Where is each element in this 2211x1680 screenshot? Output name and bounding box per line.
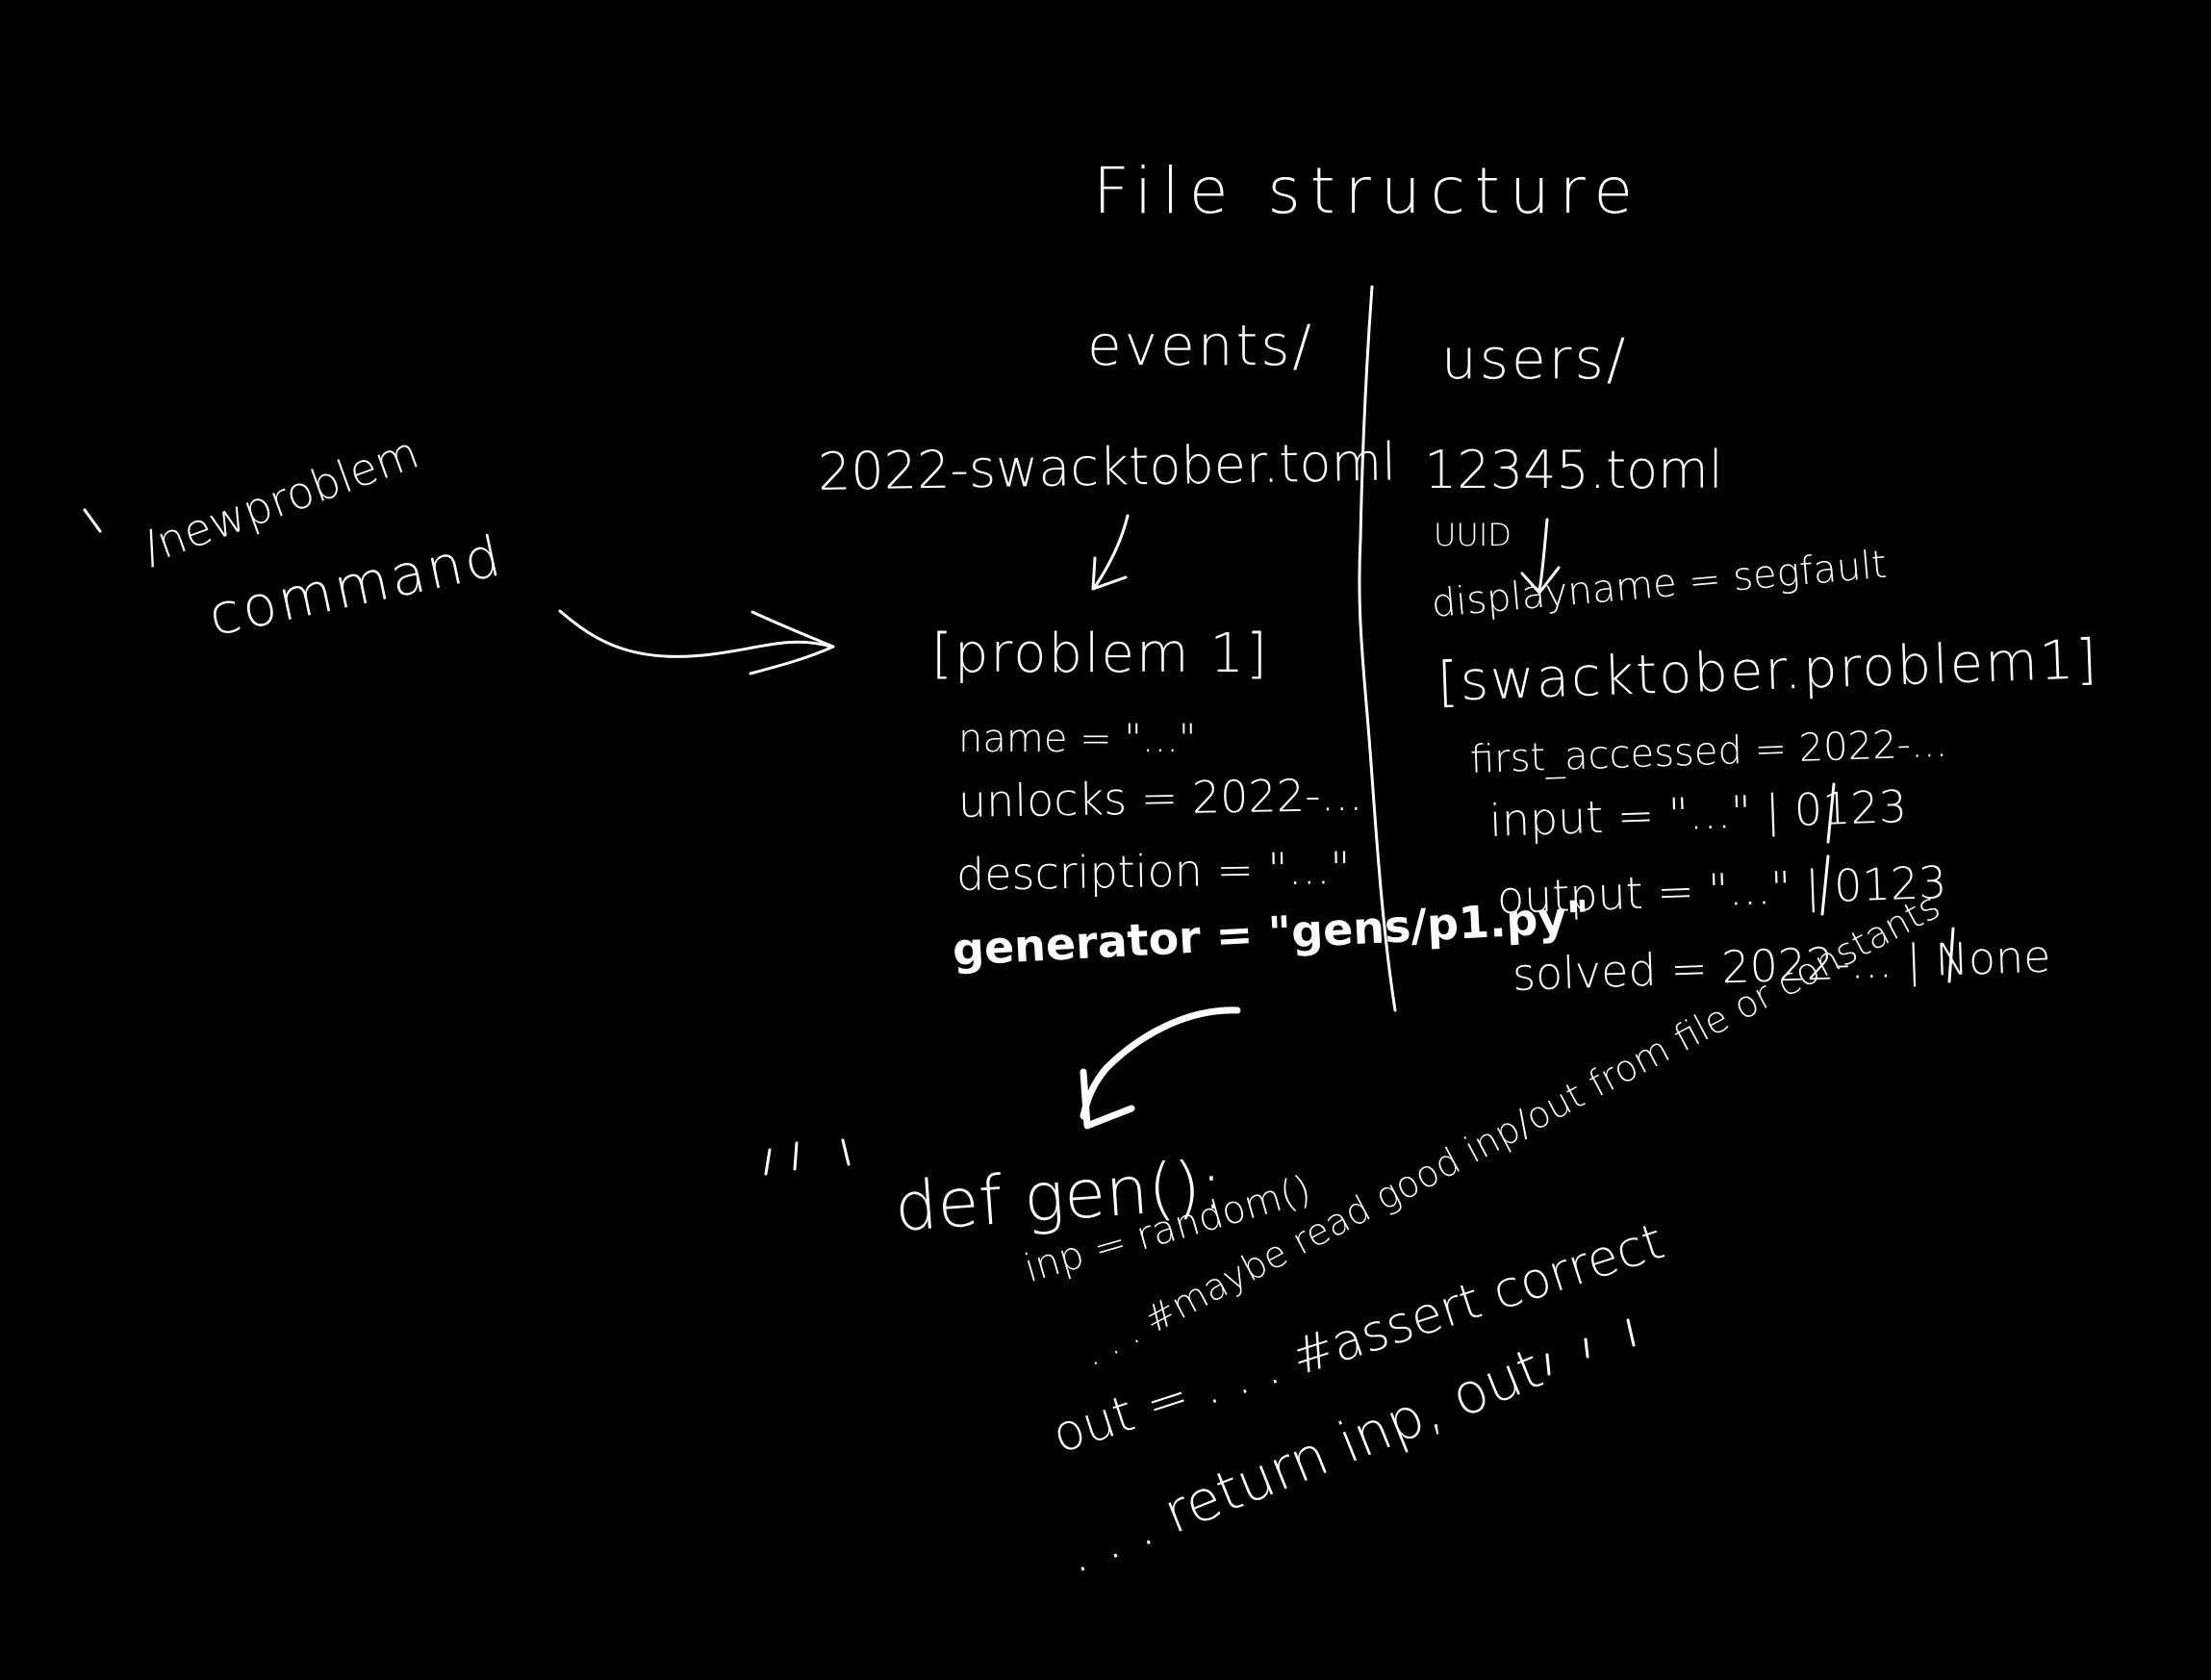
diagram-title: File structure [1093,154,1642,228]
users-folder-heading: users/ [1441,326,1629,392]
column-divider-line [1358,285,1397,1012]
close-docstring-quotes-icon [1545,1318,1636,1376]
uuid-arrow-icon [1538,518,1549,593]
command-arrow-icon [558,609,833,658]
solved-separator-bar [1947,927,1955,983]
output-separator-bar [1820,854,1830,916]
events-file-name: 2022-swacktober.toml [817,431,1397,502]
command-arrowhead-icon [749,610,835,675]
events-field-name: name = "..." [958,717,1197,761]
uuid-arrowhead-icon [1520,566,1561,595]
input-separator-bar [1826,782,1836,844]
open-docstring-quotes-icon [764,1138,851,1176]
events-file-arrowhead-icon [1091,556,1128,591]
users-file-name: 12345.toml [1424,440,1723,500]
command-quote-tick-icon [83,508,102,533]
users-field-input: input = "..." | 0123 [1488,779,1908,847]
events-file-arrow-icon [1093,514,1130,589]
events-section-header: [problem 1] [931,623,1269,685]
events-field-description: description = "..." [955,841,1352,901]
events-field-unlocks: unlocks = 2022-... [957,768,1363,827]
generator-arrow-icon [1080,1006,1241,1120]
events-folder-heading: events/ [1087,313,1314,378]
generator-arrowhead-icon [1080,1068,1135,1130]
users-uuid-note: UUID [1434,517,1512,553]
